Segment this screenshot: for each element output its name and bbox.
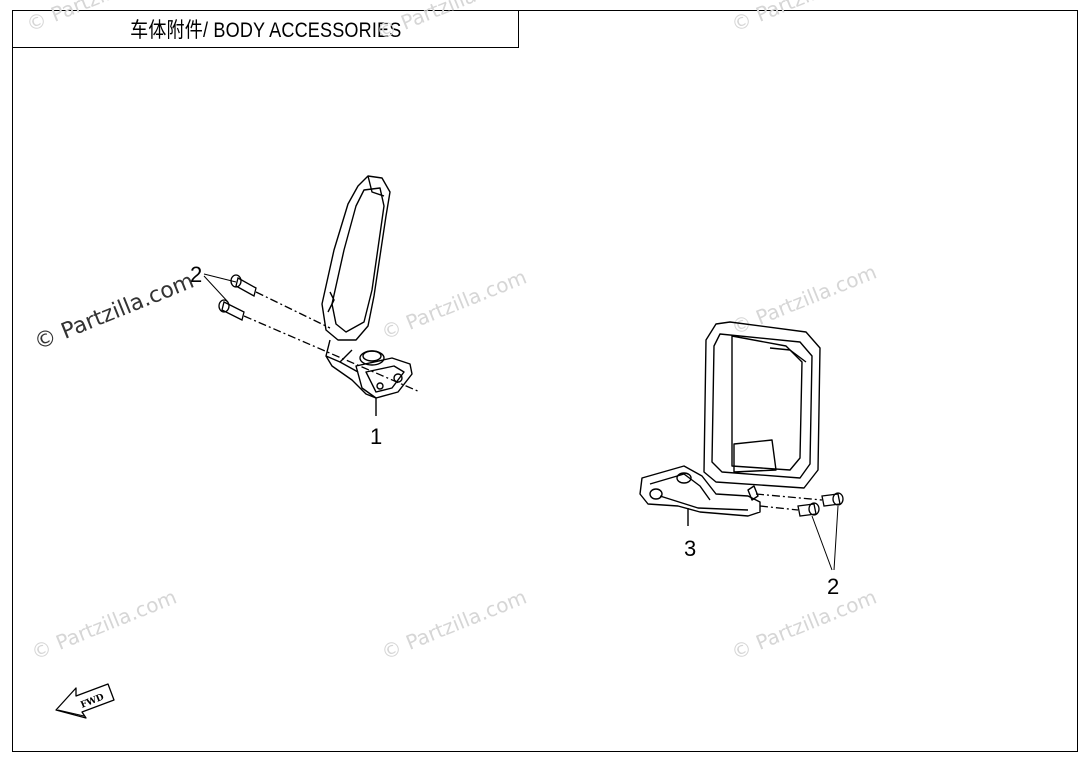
diagram-frame [12, 10, 1078, 752]
svg-text:© Partzilla.com: © Partzilla.com [28, 585, 180, 665]
callout-1: 1 [370, 424, 382, 449]
watermark-group: © Partzilla.com © Partzilla.com © Partzi… [23, 0, 880, 665]
page-title: 车体附件/ BODY ACCESSORIES [129, 19, 402, 42]
forward-arrow-icon: FWD [55, 683, 115, 719]
left-mirror [321, 175, 413, 416]
callout-3: 3 [684, 536, 696, 561]
svg-text:© Partzilla.com: © Partzilla.com [728, 260, 880, 340]
callout-2-right: 2 [827, 574, 839, 599]
right-mirror [639, 321, 821, 526]
svg-text:© Partzilla.com: © Partzilla.com [378, 265, 530, 345]
watermark-dark: © Partzilla.com [31, 269, 198, 356]
svg-text:© Partzilla.com: © Partzilla.com [23, 0, 175, 37]
callout-2-left: 2 [190, 262, 202, 287]
right-bolts [755, 492, 844, 571]
title-box: 车体附件/ BODY ACCESSORIES [12, 10, 519, 48]
left-bolts [203, 273, 421, 393]
svg-text:© Partzilla.com: © Partzilla.com [728, 0, 880, 37]
svg-text:© Partzilla.com: © Partzilla.com [378, 585, 530, 665]
svg-text:© Partzilla.com: © Partzilla.com [373, 0, 525, 45]
svg-text:© Partzilla.com: © Partzilla.com [728, 585, 880, 665]
